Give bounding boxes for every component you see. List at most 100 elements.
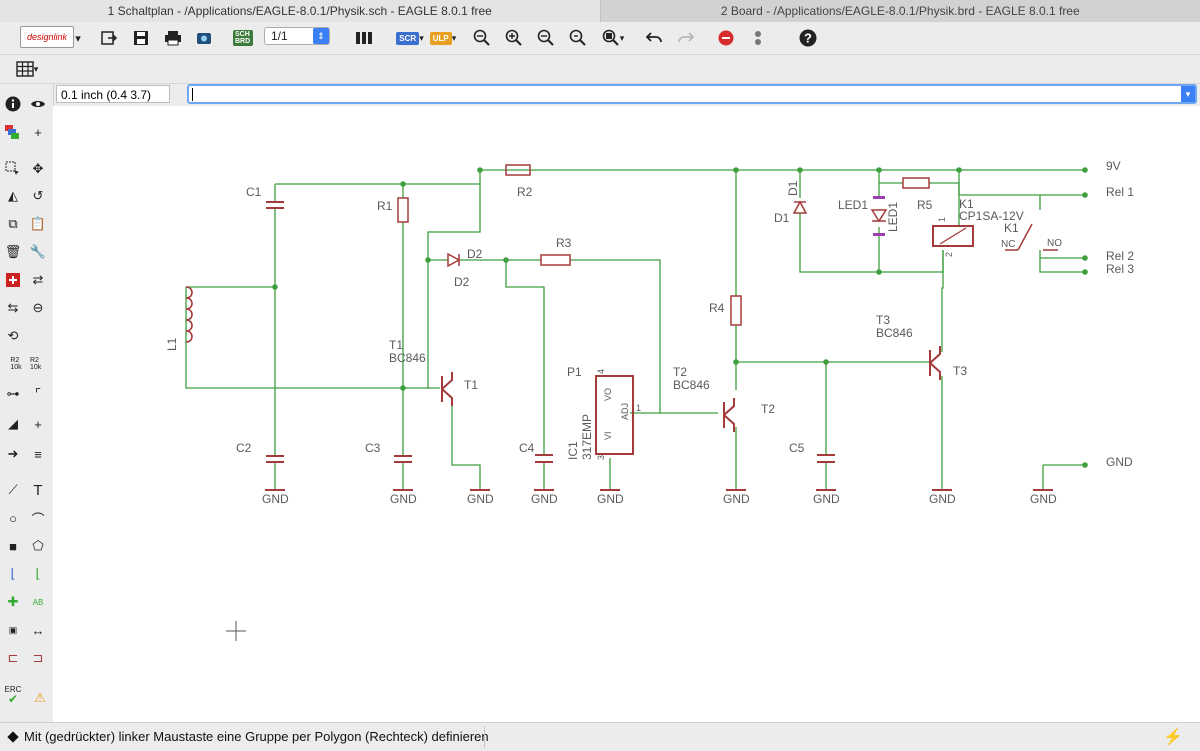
svg-text:?: ?	[804, 31, 812, 46]
copy-icon[interactable]: ⧉	[3, 214, 23, 234]
dimension-icon[interactable]: ⌊	[28, 564, 48, 584]
capacitor-c2[interactable]	[266, 456, 284, 462]
schematic-canvas[interactable]: C1 C2 C3 C4 C5 R1 R2 R3 R4 R5 L1 D2 D2 D…	[53, 106, 1200, 722]
invoke-icon[interactable]: ⟲	[3, 326, 23, 346]
cam-icon[interactable]	[193, 27, 215, 49]
rectangle-icon[interactable]: ■	[3, 536, 23, 556]
capacitor-c5[interactable]	[817, 455, 835, 462]
label-gnd: GND	[597, 492, 624, 506]
layer-settings-icon[interactable]	[352, 27, 376, 49]
resistor-r1[interactable]	[398, 198, 408, 222]
label-ic-pin3: 3	[596, 455, 606, 460]
label-t2-name: T2	[673, 365, 687, 379]
paste-icon[interactable]: 📋	[28, 214, 48, 234]
junction-icon[interactable]: ✚	[3, 592, 23, 612]
display-layers-icon[interactable]	[3, 122, 23, 142]
zoom-in-icon[interactable]	[504, 27, 524, 49]
grid-icon[interactable]: ▾	[14, 58, 40, 80]
transistor-t1[interactable]	[442, 372, 452, 406]
tab-board[interactable]: 2 Board - /Applications/EAGLE-8.0.1/Phys…	[601, 0, 1200, 22]
gate-icon[interactable]: ⊖	[28, 298, 48, 318]
polygon-icon[interactable]: ⬠	[28, 536, 48, 556]
mark-icon[interactable]: +	[28, 122, 48, 142]
diode-d2[interactable]	[448, 254, 459, 266]
junction-dot	[1082, 255, 1088, 261]
zoom-area-icon[interactable]: ▾	[600, 27, 626, 49]
zoom-redraw-icon[interactable]	[568, 27, 588, 49]
print-icon[interactable]	[162, 27, 184, 49]
add-part-icon[interactable]	[3, 270, 23, 290]
replace-icon[interactable]: ⇄	[28, 270, 48, 290]
miter-icon[interactable]: ⌜	[28, 384, 48, 404]
go-icon[interactable]	[748, 27, 768, 49]
capacitor-c4[interactable]	[535, 455, 553, 462]
rotate-icon[interactable]: ↺	[28, 186, 48, 206]
diode-d1[interactable]	[794, 202, 806, 213]
transistor-t2[interactable]	[724, 398, 734, 432]
arc-icon[interactable]: ⌒	[28, 508, 48, 528]
script-icon[interactable]: SCR▾	[397, 27, 423, 49]
sch-brd-switch-icon[interactable]: SCH BRD	[233, 27, 253, 49]
ulp-icon[interactable]: ULP▾	[430, 27, 456, 49]
delete-icon[interactable]: 🗑	[3, 242, 23, 262]
attribute-display-icon[interactable]: ▣	[3, 620, 23, 640]
zoom-fit-icon[interactable]	[472, 27, 492, 49]
warning-icon[interactable]: ⚠	[30, 688, 50, 708]
move-icon[interactable]: ✥	[28, 159, 48, 179]
led-led1[interactable]	[872, 210, 886, 221]
pinswap-icon[interactable]: ⇆	[3, 298, 23, 318]
command-history-dropdown-icon[interactable]: ▾	[1181, 86, 1195, 102]
bus-icon[interactable]: ➜	[3, 444, 23, 464]
command-input[interactable]: ▾	[187, 84, 1197, 104]
smash-icon[interactable]: ⊶	[3, 384, 23, 404]
page-select[interactable]: 1/1 ⇕	[264, 27, 330, 45]
lightning-icon[interactable]: ⚡	[1163, 727, 1183, 747]
label-t1-value: BC846	[389, 351, 426, 365]
value-tool-icon[interactable]: R2 10k	[30, 354, 52, 374]
junction-dot	[425, 257, 431, 263]
open-file-icon[interactable]	[98, 27, 120, 49]
show-eye-icon[interactable]	[28, 94, 48, 114]
schematic-drawing: C1 C2 C3 C4 C5 R1 R2 R3 R4 R5 L1 D2 D2 D…	[53, 106, 1200, 722]
stop-icon[interactable]	[716, 27, 736, 49]
attribute-icon[interactable]: AB	[28, 592, 48, 612]
wrench-icon[interactable]: 🔧	[28, 242, 48, 262]
page-stepper-icon[interactable]: ⇕	[313, 28, 329, 44]
help-icon[interactable]: ?	[798, 27, 818, 49]
inductor-l1[interactable]	[186, 287, 192, 342]
save-icon[interactable]	[130, 27, 152, 49]
measure-icon[interactable]: ↔	[28, 620, 48, 640]
text-icon[interactable]: T	[28, 480, 48, 500]
capacitor-c1[interactable]	[266, 202, 284, 208]
redo-icon[interactable]	[676, 27, 696, 49]
optimize-icon[interactable]: +	[28, 414, 48, 434]
zoom-out-icon[interactable]	[536, 27, 556, 49]
crosshair-cursor	[226, 621, 246, 641]
label-t3: T3	[953, 364, 967, 378]
transistor-t3[interactable]	[930, 346, 940, 380]
split-icon[interactable]: ◢	[3, 414, 23, 434]
relay-switch-k1[interactable]	[1018, 224, 1032, 250]
frame-icon[interactable]: ⊏	[3, 648, 23, 668]
module-icon[interactable]: ⊐	[28, 648, 48, 668]
wire-icon[interactable]: ⟋	[3, 480, 23, 500]
label-icon[interactable]: ⌊	[3, 564, 23, 584]
select-group-icon[interactable]	[3, 159, 23, 179]
resistor-r5[interactable]	[903, 178, 929, 188]
net-icon[interactable]: ≡	[28, 444, 48, 464]
erc-icon[interactable]: ERC✔	[3, 684, 23, 704]
label-k-pin2: 2	[944, 252, 954, 257]
design-link-logo[interactable]: design link	[20, 26, 74, 48]
undo-icon[interactable]	[644, 27, 664, 49]
logo-line1: design	[27, 33, 54, 42]
logo-dropdown-icon[interactable]: ▾	[72, 27, 84, 49]
tab-schematic[interactable]: 1 Schaltplan - /Applications/EAGLE-8.0.1…	[0, 0, 601, 22]
circle-icon[interactable]: ○	[3, 508, 23, 528]
net-wires	[171, 170, 1085, 490]
capacitor-c3[interactable]	[394, 456, 412, 462]
resistor-r4[interactable]	[731, 296, 741, 325]
mirror-icon[interactable]: ◭	[3, 186, 23, 206]
info-icon[interactable]	[3, 94, 23, 114]
resistor-r3[interactable]	[541, 255, 570, 265]
